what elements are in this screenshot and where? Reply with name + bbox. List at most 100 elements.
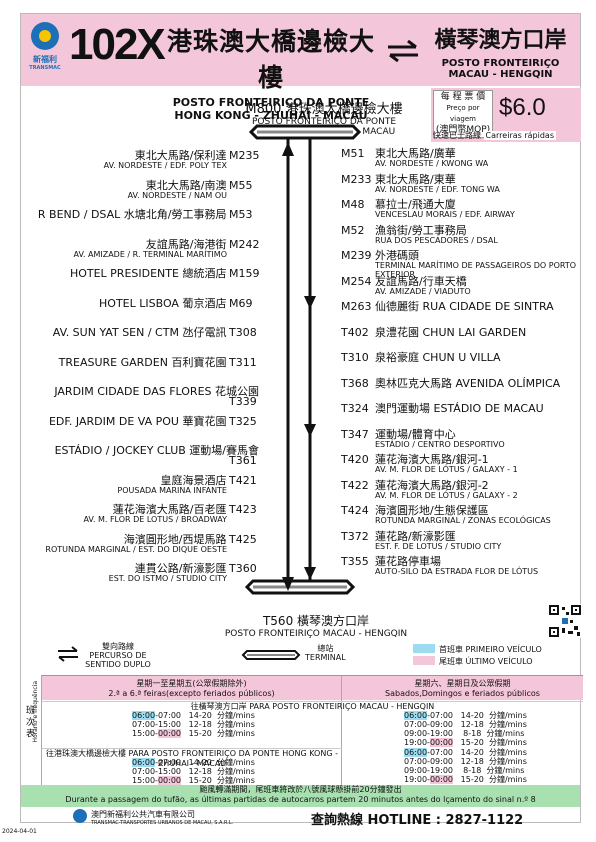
stop-name-cn: JARDIM CIDADE DAS FLORES 花城公園: [54, 385, 259, 398]
stop-code: T308: [229, 326, 257, 339]
stop-code: M242: [229, 237, 260, 251]
dest-b-cn: 橫琴澳方口岸: [434, 28, 567, 53]
terminal-top-cn: M800 港珠澳大橋邊檢大樓: [245, 102, 403, 117]
time-row: 15:00-00:00 15-20 分鐘/mins: [132, 729, 255, 738]
weekend-cn: 星期六、星期日及公眾假期: [414, 679, 511, 688]
terminal-bottom-pt: POSTO FRONTEIRIÇO MACAU - HENGQIN: [224, 629, 408, 639]
logo-cn: 新福利: [33, 55, 57, 64]
stop-name-pt: ROTUNDA MARGINAL / EST. DO DIQUE OESTE: [45, 544, 227, 554]
org-cn: 澳門新福利公共汽車有限公司: [91, 810, 195, 819]
weekday-column: 星期一至星期五(公眾假期除外) 2.ª a 6.ª feiras(excepto…: [42, 676, 342, 805]
stop-name-pt: TERMINAL MARÍTIMO DE PASSAGEIROS DO PORT…: [375, 261, 577, 279]
stop-T402: T402 泉澧花園 CHUN LAI GARDEN: [341, 325, 581, 339]
stop-name-cn: AV. SUN YAT SEN / CTM 氹仔電訊: [52, 326, 227, 339]
dest-b-en: MACAU - HENGQIN: [448, 69, 553, 80]
stop-name-cn: 友誼馬路/海港街: [145, 237, 227, 251]
two-way-label: 雙向路線 PERCURSO DE SENTIDO DUPLO: [83, 642, 153, 669]
stop-name-cn: 連貫公路/新濠影匯: [134, 562, 227, 575]
time-row: 07:00-15:00 12-18 分鐘/mins: [132, 767, 255, 776]
terminal-pt: TERMINAL: [305, 653, 346, 662]
hotline: 查詢熱線 HOTLINE : 2827-1122: [311, 813, 524, 828]
destination-b: 橫琴澳方口岸 POSTO FRONTEIRIÇO MACAU - HENGQIN: [423, 22, 578, 80]
stop-code: T421: [229, 473, 257, 487]
stop-name-pt: AV. AMIZADE / R. TERMINAL MARÍTIMO: [73, 249, 228, 259]
down-arrow-icon: [282, 577, 294, 591]
dest-a-cn: 港珠澳大橋邊檢大樓: [166, 27, 375, 92]
direction-1: 往橫琴澳方口岸 PARA POSTO FRONTEIRIÇO MACAU - H…: [42, 701, 583, 711]
weekend-header: 星期六、星期日及公眾假期 Sabados,Domingos e feriados…: [342, 676, 583, 700]
terminal-top: M800 港珠澳大橋邊檢大樓 POSTO FRONTEIRIÇO DA PONT…: [209, 98, 439, 137]
stop-T361: ESTÁDIO / JOCKEY CLUB 運動場/賽馬會 T361: [31, 444, 259, 467]
legend: 雙向路線 PERCURSO DE SENTIDO DUPLO 總站 TERMIN…: [21, 642, 580, 672]
stop-code: M52: [341, 223, 365, 237]
dest-b-pt: POSTO FRONTEIRIÇO: [441, 58, 560, 69]
stop-name-pt: AV. NORDESTE / KWONG WA: [375, 159, 489, 168]
dest-a-pt: POSTO FRONTEIRIÇO DA PONTE: [172, 96, 370, 109]
stop-code: T310: [341, 351, 369, 364]
direction-2: 往港珠澳大橋邊檢大樓 PARA POSTO FRONTEIRIÇO DA PON…: [42, 748, 342, 768]
stop-name-cn: 澳門運動場 ESTÁDIO DE MACAU: [375, 402, 544, 415]
terminal-bottom-cn: T560 橫琴澳方口岸: [262, 614, 370, 628]
stop-name-cn: 慕拉士/飛通大廈: [375, 198, 456, 211]
time-row: 09:00-19:00 8-18 分鐘/mins: [404, 766, 525, 775]
stop-M69: HOTEL LISBOA 葡京酒店 M69: [31, 296, 259, 310]
stop-code: M69: [229, 296, 253, 310]
two-way-arrows-icon: [388, 40, 418, 62]
side-pt: Horário e frequência: [32, 681, 39, 743]
stop-code: T402: [341, 325, 369, 339]
stop-code: T422: [341, 478, 369, 492]
stop-code: T361: [229, 454, 257, 467]
logo-en: TRANSMAC: [29, 65, 61, 71]
terminal-legend-icon: [241, 650, 301, 660]
stop-name-pt: AUTO-SILO DA ESTRADA FLOR DE LÓTUS: [375, 567, 539, 576]
stop-code: M254: [341, 274, 372, 288]
stop-name-cn: 奧林匹克大馬路 AVENIDA OLÍMPICA: [375, 376, 561, 390]
transmac-logo: 新福利 TRANSMAC: [27, 22, 63, 82]
stop-name-cn: HOTEL LISBOA 葡京酒店: [99, 296, 227, 310]
down-arrow-icon: [304, 296, 316, 309]
stop-M159: HOTEL PRESIDENTE 總統酒店 M159: [31, 268, 260, 279]
stop-name-pt: AV. AMIZADE / VIADUTO: [375, 286, 471, 296]
notice-cn: 颱風轉滿期間，尾班車將改於八號風球懸掛前20分鐘發出: [199, 785, 402, 794]
stop-code: T339: [229, 395, 257, 408]
time-row: 15:00-00:00 15-20 分鐘/mins: [132, 776, 255, 785]
stop-M53: R BEND / DSAL 水塘北角/勞工事務局 M53: [31, 209, 259, 220]
stop-T308: AV. SUN YAT SEN / CTM 氹仔電訊 T308: [31, 326, 259, 339]
stop-code: T355: [341, 555, 369, 568]
stop-name-cn: 泉澧花園 CHUN LAI GARDEN: [375, 325, 527, 339]
time-row: 09:00-19:00 8-18 分鐘/mins: [404, 729, 525, 738]
stop-name-cn: 運動場/體育中心: [375, 427, 456, 441]
fare-amount: $6.0: [499, 94, 546, 121]
stop-code: T347: [341, 427, 369, 441]
stop-code: T360: [229, 562, 257, 575]
stop-name-cn: TREASURE GARDEN 百利寶花園: [58, 355, 227, 369]
stop-code: T420: [341, 453, 369, 466]
stop-name-pt: EST. F. DE LOTUS / STUDIO CITY: [375, 541, 502, 551]
two-way-cn: 雙向路線: [102, 642, 134, 651]
qr-code-icon: [548, 604, 582, 638]
stop-code: T311: [229, 355, 257, 369]
footer-logo-icon: [73, 809, 87, 823]
header-banner: 新福利 TRANSMAC 102X 港珠澳大橋邊檢大樓 POSTO FRONTE…: [21, 14, 580, 122]
schedule-table: 星期一至星期五(公眾假期除外) 2.ª a 6.ª feiras(excepto…: [42, 675, 583, 805]
dest-a-en: HONG KONG - ZHUHAI - MACAU: [174, 109, 368, 122]
stop-name-cn: ESTÁDIO / JOCKEY CLUB 運動場/賽馬會: [54, 444, 259, 457]
stop-name-pt: VENCESLAU MORAIS / EDF. AIRWAY: [375, 210, 515, 219]
stop-code: M263: [341, 300, 372, 313]
stop-code: M55: [229, 178, 253, 192]
down-arrow-icon: [304, 567, 316, 580]
time-row: 19:00-00:00 15-20 分鐘/mins: [404, 775, 527, 784]
express-pt: Carreiras rápidas: [483, 131, 556, 140]
stop-code: M235: [229, 149, 260, 162]
